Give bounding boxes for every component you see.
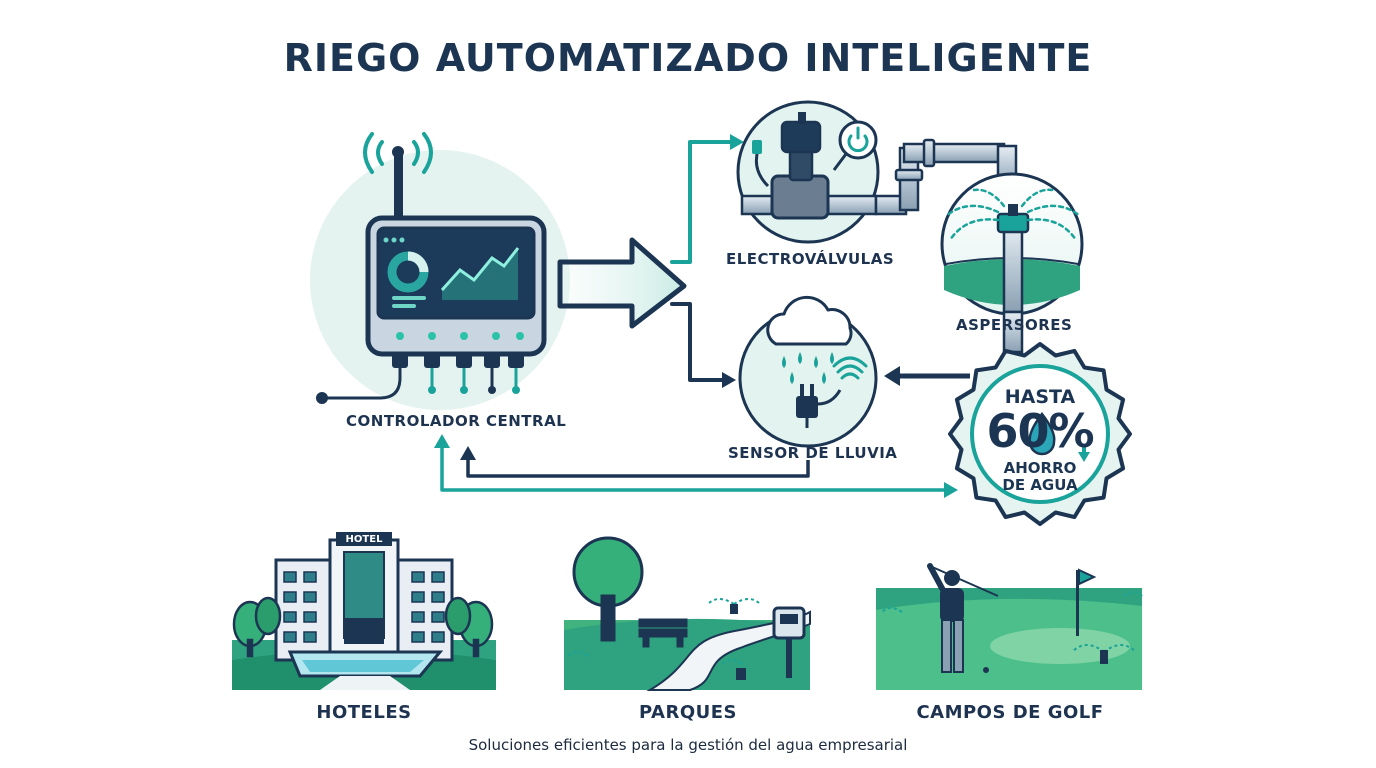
arrow-controller-to-badge xyxy=(440,446,946,492)
power-icon xyxy=(832,120,878,171)
raindrops-icon xyxy=(782,352,834,384)
label-rain-sensor: SENSOR DE LLUVIA xyxy=(728,444,898,462)
plug-icon xyxy=(796,384,842,428)
label-app-golf: CAMPOS DE GOLF xyxy=(916,702,1104,723)
flow-arrow-big xyxy=(557,237,687,329)
bench-icon xyxy=(638,618,688,648)
label-valves: ELECTROVÁLVULAS xyxy=(726,250,895,268)
page-title: RIEGO AUTOMATIZADO INTELIGENTE xyxy=(283,36,1093,80)
donut-chart-icon xyxy=(387,251,429,293)
arrow-down-icon xyxy=(1078,444,1090,462)
sprinkler-illustration xyxy=(940,172,1084,316)
park-illustration xyxy=(564,536,811,691)
valve-illustration xyxy=(736,100,880,244)
antenna-icon xyxy=(394,150,403,220)
golfer-icon xyxy=(927,563,999,673)
badge-top-text: HASTA xyxy=(1004,386,1076,408)
line-chart-icon xyxy=(440,247,520,300)
wifi-signal-icon xyxy=(363,132,433,174)
savings-badge xyxy=(948,342,1132,526)
badge-bottom-line2: DE AGUA xyxy=(1002,476,1078,494)
golf-illustration xyxy=(876,563,1143,690)
arrow-to-sensor xyxy=(670,302,724,382)
hotel-illustration xyxy=(232,532,496,690)
flag-icon xyxy=(1076,568,1097,636)
arrow-to-valves xyxy=(670,140,732,264)
badge-value: 60% xyxy=(986,404,1094,458)
cloud-icon xyxy=(766,295,853,346)
arrow-sensor-to-controller xyxy=(466,458,810,478)
label-controller: CONTROLADOR CENTRAL xyxy=(346,412,567,430)
label-app-parks: PARQUES xyxy=(638,702,737,723)
hotel-sign: HOTEL xyxy=(345,534,383,545)
rain-sensor-illustration xyxy=(738,295,878,448)
wireless-icon xyxy=(832,356,868,380)
label-app-hotels: HOTELES xyxy=(316,702,412,723)
label-sprinklers: ASPERSORES xyxy=(956,316,1073,334)
water-drop-icon xyxy=(1028,411,1056,456)
controller-illustration xyxy=(310,132,570,410)
badge-bottom-line1: AHORRO xyxy=(1003,459,1077,477)
footer-caption: Soluciones eficientes para la gestión de… xyxy=(468,736,908,754)
park-controller-icon xyxy=(772,606,806,678)
